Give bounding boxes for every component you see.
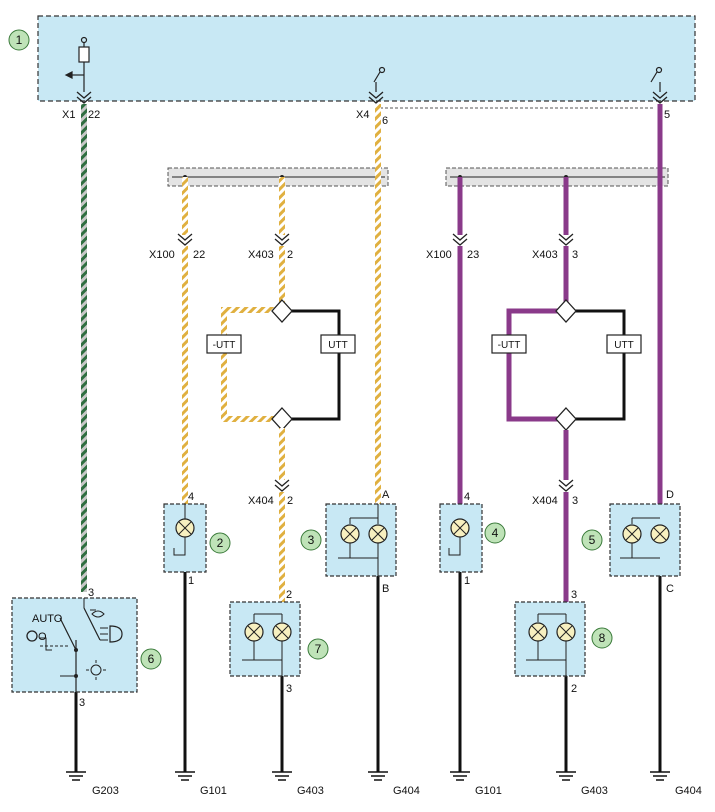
svg-text:23: 23 bbox=[467, 249, 479, 261]
svg-text:2: 2 bbox=[287, 249, 293, 261]
wire-yellow-x100 bbox=[182, 177, 188, 235]
svg-text:X404: X404 bbox=[248, 495, 274, 507]
svg-text:22: 22 bbox=[88, 109, 100, 121]
callout-4: 4 bbox=[484, 522, 506, 544]
svg-text:X403: X403 bbox=[532, 249, 558, 261]
svg-text:X4: X4 bbox=[356, 109, 369, 121]
utt-loop-left-yellow bbox=[221, 307, 281, 313]
switch-symbol-x4-pin5 bbox=[650, 66, 663, 92]
svg-text:22: 22 bbox=[193, 249, 205, 261]
ground-symbols bbox=[66, 771, 670, 781]
lamp-block-4 bbox=[439, 503, 483, 573]
svg-text:D: D bbox=[666, 489, 674, 501]
svg-text:5: 5 bbox=[589, 533, 596, 547]
svg-text:3: 3 bbox=[572, 495, 578, 507]
lamp-block-3 bbox=[325, 503, 397, 577]
wire-green bbox=[81, 104, 87, 592]
lamp-block-7 bbox=[229, 601, 301, 677]
ground-label: G403 bbox=[297, 785, 324, 797]
svg-text:X404: X404 bbox=[532, 495, 558, 507]
svg-text:2: 2 bbox=[286, 589, 292, 601]
svg-text:6: 6 bbox=[382, 115, 388, 127]
svg-text:3: 3 bbox=[79, 697, 85, 709]
svg-text:3: 3 bbox=[286, 683, 292, 695]
lamp-block-5 bbox=[609, 503, 681, 577]
svg-text:3: 3 bbox=[88, 587, 94, 599]
utt-diamond-bot-left bbox=[271, 407, 293, 431]
svg-text:C: C bbox=[666, 583, 674, 595]
svg-text:3: 3 bbox=[571, 589, 577, 601]
svg-text:X100: X100 bbox=[426, 249, 452, 261]
wire-yellow-x403 bbox=[279, 177, 285, 235]
callout-8: 8 bbox=[591, 627, 613, 649]
svg-text:4: 4 bbox=[492, 526, 499, 540]
lamp-block-8 bbox=[514, 601, 586, 677]
wire-yellow-x4 bbox=[375, 104, 381, 504]
svg-text:2: 2 bbox=[571, 683, 577, 695]
callout-7: 7 bbox=[307, 638, 329, 660]
svg-text:AUTO: AUTO bbox=[32, 613, 63, 625]
svg-text:8: 8 bbox=[599, 631, 606, 645]
wire-yellow-lamp2 bbox=[182, 246, 188, 504]
connector-x4-pin5 bbox=[652, 91, 668, 104]
svg-text:1: 1 bbox=[464, 575, 470, 587]
ground-label: G203 bbox=[92, 785, 119, 797]
svg-text:-UTT: -UTT bbox=[498, 340, 521, 351]
light-switch-block-6: O AUTO bbox=[11, 597, 138, 693]
svg-text:3: 3 bbox=[308, 533, 315, 547]
svg-text:6: 6 bbox=[148, 652, 155, 666]
svg-text:B: B bbox=[382, 583, 389, 595]
utt-diamond-top-right bbox=[555, 299, 577, 323]
callout-3: 3 bbox=[300, 529, 322, 551]
svg-text:7: 7 bbox=[315, 642, 322, 656]
resistor-symbol bbox=[64, 36, 90, 92]
utt-loop-right-purple bbox=[506, 308, 558, 422]
svg-text:UTT: UTT bbox=[328, 340, 347, 351]
svg-text:X100: X100 bbox=[149, 249, 175, 261]
utt-diamond-bot-right bbox=[555, 407, 577, 431]
lamp-block-2 bbox=[163, 503, 207, 573]
svg-text:3: 3 bbox=[572, 249, 578, 261]
control-unit-block bbox=[37, 15, 696, 102]
ground-label: G404 bbox=[393, 785, 420, 797]
callout-6: 6 bbox=[140, 648, 162, 670]
svg-text:A: A bbox=[382, 489, 390, 501]
utt-diamond-top-left bbox=[271, 299, 293, 323]
callout-2: 2 bbox=[209, 532, 231, 554]
svg-text:-UTT: -UTT bbox=[213, 340, 236, 351]
svg-text:X1: X1 bbox=[62, 109, 75, 121]
ground-label: G101 bbox=[475, 785, 502, 797]
callout-1: 1 bbox=[8, 29, 30, 51]
svg-text:4: 4 bbox=[464, 491, 470, 503]
svg-text:2: 2 bbox=[217, 536, 224, 550]
ground-label: G403 bbox=[581, 785, 608, 797]
svg-text:X403: X403 bbox=[248, 249, 274, 261]
connector-x1 bbox=[76, 91, 92, 104]
ground-label: G404 bbox=[675, 785, 702, 797]
svg-text:1: 1 bbox=[16, 33, 23, 47]
connector-x4 bbox=[368, 91, 384, 104]
svg-text:2: 2 bbox=[287, 495, 293, 507]
svg-text:5: 5 bbox=[664, 109, 670, 121]
svg-text:UTT: UTT bbox=[614, 340, 633, 351]
svg-text:4: 4 bbox=[188, 491, 194, 503]
callout-5: 5 bbox=[581, 529, 603, 551]
svg-text:1: 1 bbox=[188, 575, 194, 587]
ground-label: G101 bbox=[200, 785, 227, 797]
switch-symbol-x4 bbox=[373, 66, 386, 92]
svg-text:O: O bbox=[38, 631, 47, 643]
